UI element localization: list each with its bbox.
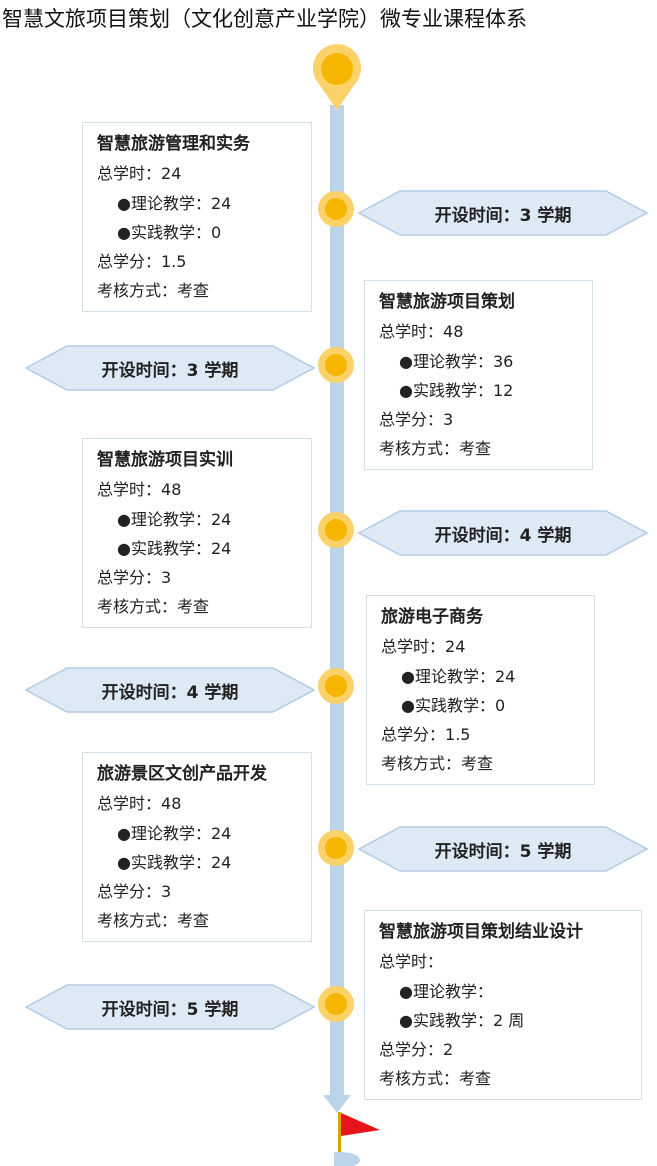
semester-label: 开设时间：4 学期: [101, 682, 239, 703]
theory-hours: ●理论教学：36: [399, 351, 514, 371]
practice-hours: ●实践教学：24: [117, 538, 232, 558]
semester-tag: 开设时间：5 学期: [358, 826, 648, 872]
practice-hours: ●实践教学：12: [399, 380, 514, 400]
course-card: 智慧旅游项目实训 总学时：48 ●理论教学：24 ●实践教学：24 总学分：3 …: [82, 438, 312, 628]
theory-hours: ●理论教学：24: [117, 193, 232, 213]
semester-label: 开设时间：3 学期: [101, 360, 239, 381]
total-credits: 总学分：2: [379, 1040, 454, 1060]
exam-method: 考核方式：考查: [381, 754, 494, 774]
timeline-node: [318, 986, 354, 1022]
practice-hours: ●实践教学：0: [401, 695, 506, 715]
total-credits: 总学分：3: [97, 568, 172, 588]
timeline-node: [318, 668, 354, 704]
semester-tag: 开设时间：4 学期: [25, 667, 315, 713]
semester-label: 开设时间：5 学期: [101, 999, 239, 1020]
total-hours: 总学时：: [379, 952, 444, 972]
semester-tag: 开设时间：4 学期: [358, 510, 648, 556]
theory-hours: ●理论教学：24: [117, 509, 232, 529]
timeline-node: [318, 191, 354, 227]
timeline-node: [318, 512, 354, 548]
semester-tag: 开设时间：5 学期: [25, 984, 315, 1030]
semester-label: 开设时间：3 学期: [434, 205, 572, 226]
total-credits: 总学分：3: [97, 882, 172, 902]
course-name: 智慧旅游项目策划结业设计: [379, 922, 583, 942]
semester-label: 开设时间：4 学期: [434, 525, 572, 546]
practice-hours: ●实践教学：0: [117, 222, 222, 242]
course-card: 智慧旅游项目策划结业设计 总学时： ●理论教学： ●实践教学：2 周 总学分：2…: [364, 910, 642, 1100]
timeline-node: [318, 830, 354, 866]
exam-method: 考核方式：考查: [97, 597, 210, 617]
red-flag-icon: [334, 1112, 380, 1166]
exam-method: 考核方式：考查: [379, 439, 492, 459]
course-name: 智慧旅游项目实训: [97, 450, 233, 470]
practice-hours: ●实践教学：24: [117, 852, 232, 872]
exam-method: 考核方式：考查: [97, 281, 210, 301]
exam-method: 考核方式：考查: [379, 1069, 492, 1089]
exam-method: 考核方式：考查: [97, 911, 210, 931]
course-card: 智慧旅游管理和实务 总学时：24 ●理论教学：24 ●实践教学：0 总学分：1.…: [82, 122, 312, 312]
theory-hours: ●理论教学：24: [117, 823, 232, 843]
course-name: 智慧旅游管理和实务: [97, 134, 250, 154]
total-hours: 总学时：24: [381, 637, 466, 657]
practice-hours: ●实践教学：2 周: [399, 1010, 525, 1030]
theory-hours: ●理论教学：: [399, 981, 493, 1001]
semester-tag: 开设时间：3 学期: [25, 345, 315, 391]
total-hours: 总学时：48: [97, 480, 182, 500]
page-title: 智慧文旅项目策划（文化创意产业学院）微专业课程体系: [2, 7, 527, 31]
total-hours: 总学时：48: [97, 794, 182, 814]
course-card: 智慧旅游项目策划 总学时：48 ●理论教学：36 ●实践教学：12 总学分：3 …: [364, 280, 593, 470]
total-credits: 总学分：3: [379, 410, 454, 430]
total-hours: 总学时：48: [379, 322, 464, 342]
course-card: 旅游景区文创产品开发 总学时：48 ●理论教学：24 ●实践教学：24 总学分：…: [82, 752, 312, 942]
theory-hours: ●理论教学：24: [401, 666, 516, 686]
course-card: 旅游电子商务 总学时：24 ●理论教学：24 ●实践教学：0 总学分：1.5 考…: [366, 595, 595, 785]
course-name: 旅游电子商务: [381, 607, 483, 627]
timeline-node: [318, 347, 354, 383]
course-name: 旅游景区文创产品开发: [97, 764, 267, 784]
timeline-spine: [330, 105, 344, 1100]
location-pin-icon: [313, 44, 361, 111]
total-credits: 总学分：1.5: [381, 725, 471, 745]
timeline-arrow-icon: [323, 1095, 351, 1113]
course-name: 智慧旅游项目策划: [379, 292, 515, 312]
semester-tag: 开设时间：3 学期: [358, 190, 648, 236]
total-hours: 总学时：24: [97, 164, 182, 184]
semester-label: 开设时间：5 学期: [434, 841, 572, 862]
total-credits: 总学分：1.5: [97, 252, 187, 272]
